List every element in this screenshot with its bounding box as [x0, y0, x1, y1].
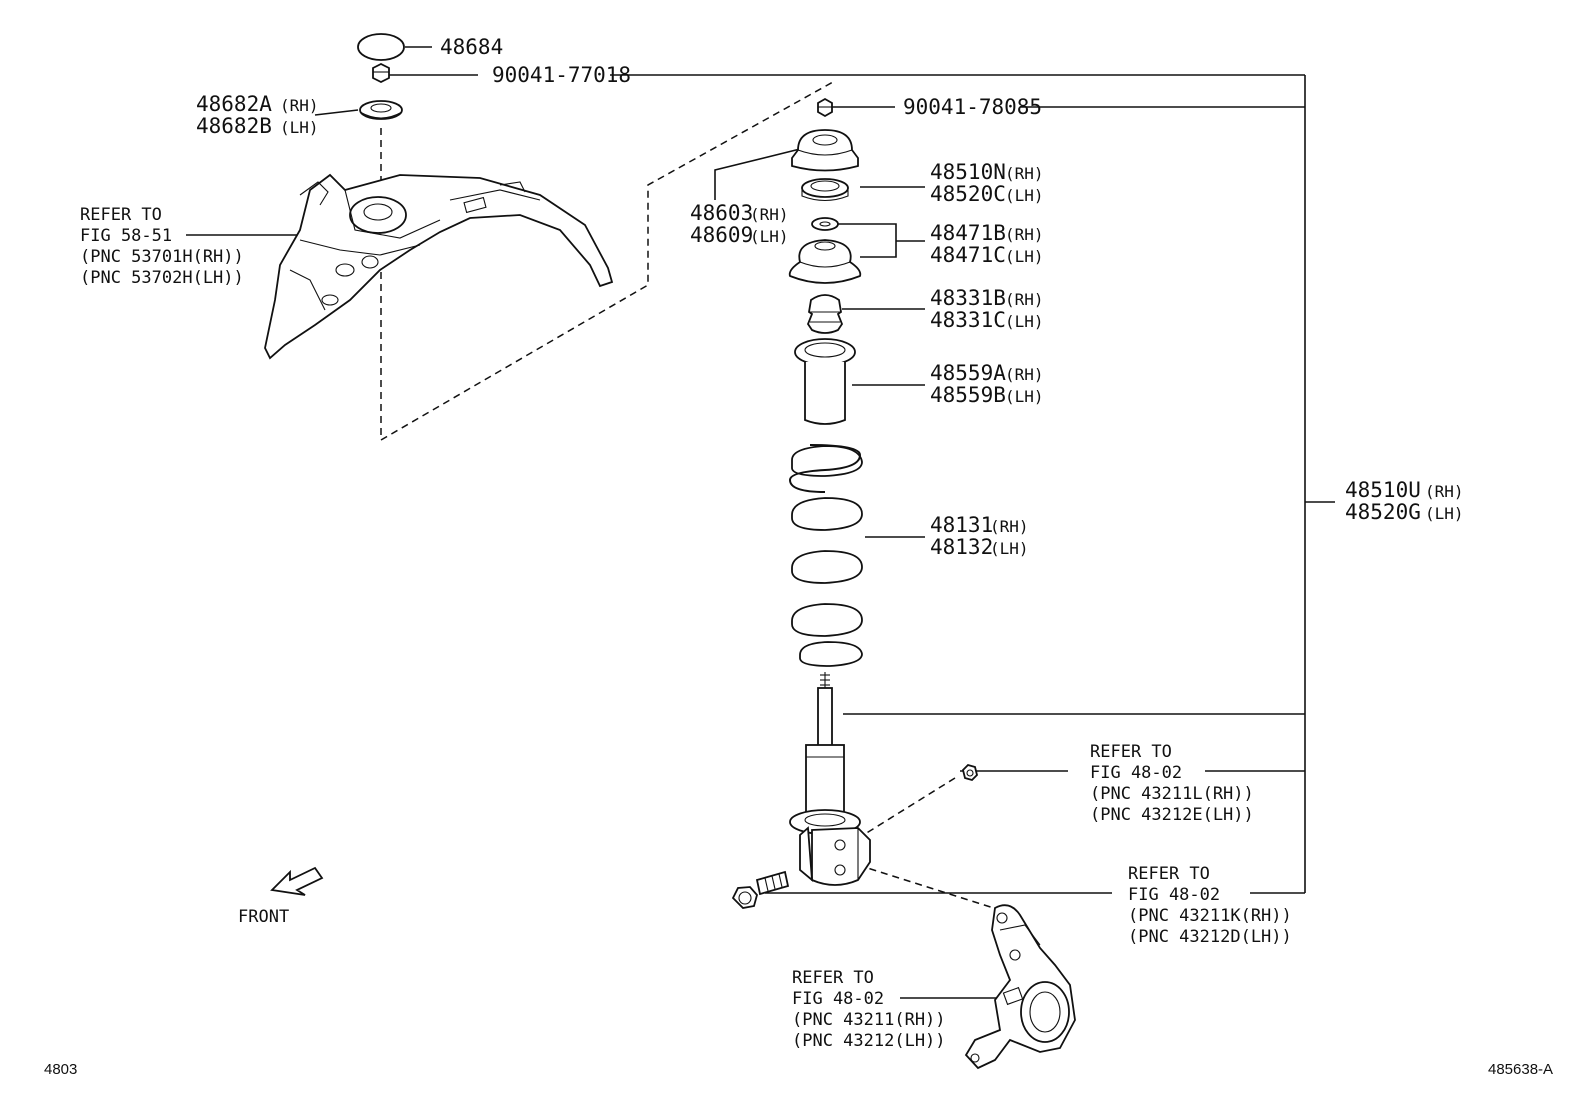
label-spring-lh: 48132 [930, 535, 993, 559]
shock-absorber [789, 672, 871, 886]
flange-bolt [731, 870, 790, 909]
steering-knuckle [964, 904, 1076, 1070]
label-boot-rh: 48559A [930, 361, 1006, 385]
label-spring-lh-sfx: (LH) [990, 539, 1029, 558]
label-page-code: 4803 [44, 1061, 77, 1078]
label-bumper-rh-sfx: (RH) [1005, 290, 1044, 309]
label-nut-ref-4: (PNC 43212E(LH)) [1090, 805, 1254, 825]
flange-nut [962, 763, 978, 782]
label-knuckle-ref-4: (PNC 43212(LH)) [792, 1031, 946, 1051]
label-front: FRONT [238, 907, 289, 927]
label-nut-ref-2: FIG 48-02 [1090, 763, 1182, 783]
label-spring-seat-rh-sfx: (RH) [1005, 225, 1044, 244]
fender-apron [264, 173, 614, 360]
upper-seat-left [359, 100, 403, 120]
label-spring-rh-sfx: (RH) [990, 517, 1029, 536]
label-nut-strut: 90041-78085 [903, 95, 1042, 119]
label-apron-ref-3: (PNC 53701H(RH)) [80, 247, 244, 267]
label-bumper-lh-sfx: (LH) [1005, 312, 1044, 331]
label-bearing-rh: 48510N [930, 160, 1006, 184]
label-strut-assy-lh-sfx: (LH) [1425, 504, 1464, 523]
label-knuckle-ref-3: (PNC 43211(RH)) [792, 1010, 946, 1030]
label-apron-ref-4: (PNC 53702H(LH)) [80, 268, 244, 288]
label-bearing-rh-sfx: (RH) [1005, 164, 1044, 183]
label-knuckle-ref-2: FIG 48-02 [792, 989, 884, 1009]
label-cap: 48684 [440, 35, 503, 59]
bearing [801, 178, 849, 202]
spring-seat-washer [811, 217, 839, 231]
bump-stop [806, 294, 844, 334]
label-seat-left-lh: 48682B [196, 114, 272, 138]
labels: 48684 90041-77018 48682A (RH) 48682B (LH… [44, 35, 1553, 1078]
label-mount-lh-sfx: (LH) [750, 227, 789, 246]
nut-strut [817, 97, 833, 118]
label-bearing-lh-sfx: (LH) [1005, 186, 1044, 205]
label-boot-lh: 48559B [930, 383, 1006, 407]
coil-spring [788, 444, 863, 667]
label-mount-rh-sfx: (RH) [750, 205, 789, 224]
upper-mount [791, 129, 859, 172]
label-mount-rh: 48603 [690, 201, 753, 225]
label-seat-left-rh-sfx: (RH) [280, 96, 319, 115]
label-apron-ref-2: FIG 58-51 [80, 226, 172, 246]
label-spring-rh: 48131 [930, 513, 993, 537]
label-illustration-code: 485638-A [1488, 1061, 1553, 1078]
label-spring-seat-rh: 48471B [930, 221, 1006, 245]
upper-spring-seat [788, 239, 862, 284]
label-nut-ref-3: (PNC 43211L(RH)) [1090, 784, 1254, 804]
label-bolt-ref-2: FIG 48-02 [1128, 885, 1220, 905]
label-bolt-ref-3: (PNC 43211K(RH)) [1128, 906, 1292, 926]
label-strut-assy-rh: 48510U [1345, 478, 1421, 502]
label-bumper-rh: 48331B [930, 286, 1006, 310]
label-knuckle-ref-1: REFER TO [792, 968, 874, 988]
label-nut-ref-1: REFER TO [1090, 742, 1172, 762]
cap-48684 [357, 33, 405, 61]
nut-upper-left [372, 62, 390, 84]
front-arrow [270, 866, 324, 896]
label-boot-rh-sfx: (RH) [1005, 365, 1044, 384]
label-bumper-lh: 48331C [930, 308, 1006, 332]
label-bolt-ref-4: (PNC 43212D(LH)) [1128, 927, 1292, 947]
label-apron-ref-1: REFER TO [80, 205, 162, 225]
label-spring-seat-lh-sfx: (LH) [1005, 247, 1044, 266]
label-strut-assy-rh-sfx: (RH) [1425, 482, 1464, 501]
label-seat-left-lh-sfx: (LH) [280, 118, 319, 137]
label-seat-left-rh: 48682A [196, 92, 272, 116]
label-bolt-ref-1: REFER TO [1128, 864, 1210, 884]
label-boot-lh-sfx: (LH) [1005, 387, 1044, 406]
label-spring-seat-lh: 48471C [930, 243, 1006, 267]
dust-boot [794, 338, 856, 425]
label-strut-assy-lh: 48520G [1345, 500, 1421, 524]
label-nut-upper-left: 90041-77018 [492, 63, 631, 87]
label-mount-lh: 48609 [690, 223, 753, 247]
label-bearing-lh: 48520C [930, 182, 1006, 206]
